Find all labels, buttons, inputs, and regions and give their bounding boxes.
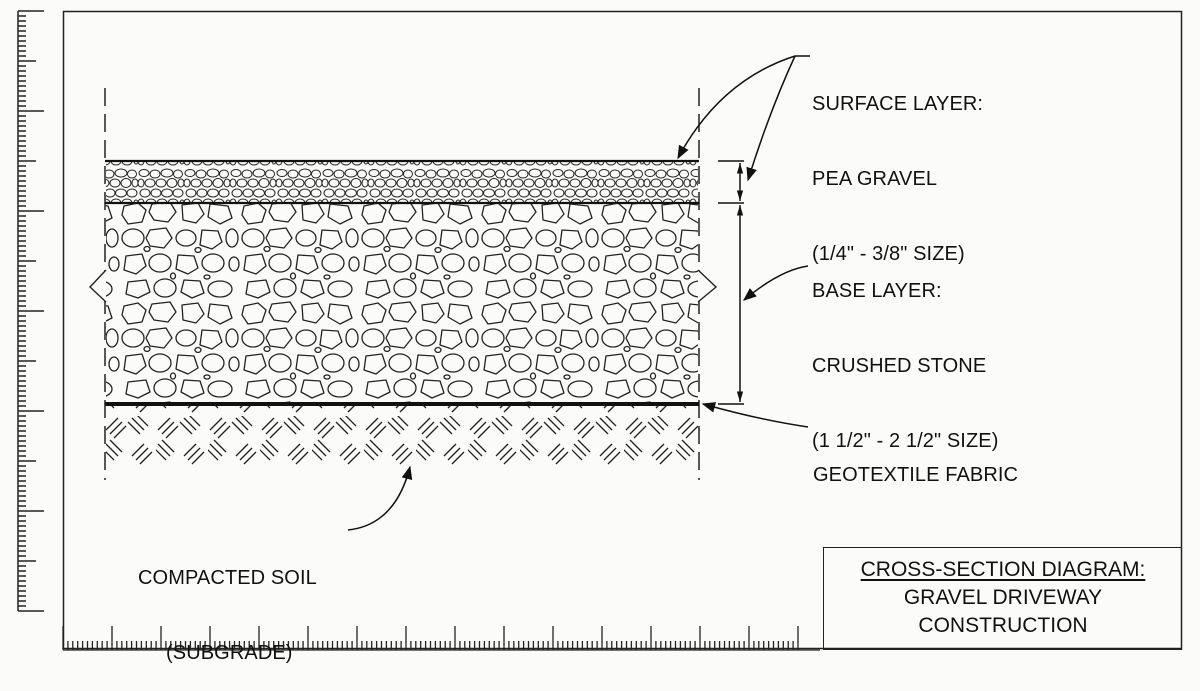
base-layer-label: BASE LAYER: CRUSHED STONE (1 1/2" - 2 1/… bbox=[812, 229, 998, 479]
base-stone-layer bbox=[106, 203, 698, 403]
geotextile-label-text: GEOTEXTILE FABRIC bbox=[813, 464, 1019, 486]
horizontal-ruler bbox=[62, 626, 820, 651]
title-heading: CROSS-SECTION DIAGRAM: bbox=[860, 558, 1146, 581]
sheet-border bbox=[62, 10, 1183, 650]
layer-boundary-lines bbox=[105, 159, 699, 406]
title-line-2: GRAVEL DRIVEWAY bbox=[903, 586, 1103, 609]
surface-leader-arrow-a bbox=[677, 55, 810, 160]
base-label-line-2: CRUSHED STONE bbox=[812, 355, 987, 377]
soil-label-line-1: COMPACTED SOIL bbox=[138, 567, 317, 589]
geotextile-leader-arrow bbox=[701, 402, 809, 428]
title-line-3: CONSTRUCTION bbox=[918, 614, 1088, 637]
soil-leader-arrow bbox=[347, 465, 413, 531]
base-label-line-1: BASE LAYER: bbox=[812, 280, 942, 302]
title-block: CROSS-SECTION DIAGRAM: GRAVEL DRIVEWAY C… bbox=[823, 547, 1182, 650]
leader-arrows bbox=[347, 55, 810, 531]
surface-label-line-3: (1/4" - 3/8" SIZE) bbox=[812, 243, 965, 265]
break-marks bbox=[89, 269, 718, 303]
surface-label-line-1: SURFACE LAYER: bbox=[812, 93, 984, 115]
surface-gravel-layer bbox=[106, 161, 698, 203]
cross-section-drawing bbox=[17, 10, 1183, 651]
surface-leader-arrow-b bbox=[746, 55, 796, 182]
base-label-line-3: (1 1/2" - 2 1/2" SIZE) bbox=[812, 430, 999, 452]
surface-label-line-2: PEA GRAVEL bbox=[812, 168, 938, 190]
vertical-ruler bbox=[17, 10, 44, 612]
base-leader-arrow bbox=[742, 265, 809, 301]
compacted-soil-label: COMPACTED SOIL (SUBGRADE) bbox=[138, 516, 317, 691]
dimension-lines bbox=[718, 160, 744, 405]
geotextile-label: GEOTEXTILE FABRIC bbox=[813, 413, 1018, 513]
surface-layer-label: SURFACE LAYER: PEA GRAVEL (1/4" - 3/8" S… bbox=[812, 42, 983, 292]
subgrade-soil-layer bbox=[106, 405, 698, 467]
soil-label-line-2: (SUBGRADE) bbox=[166, 642, 293, 664]
